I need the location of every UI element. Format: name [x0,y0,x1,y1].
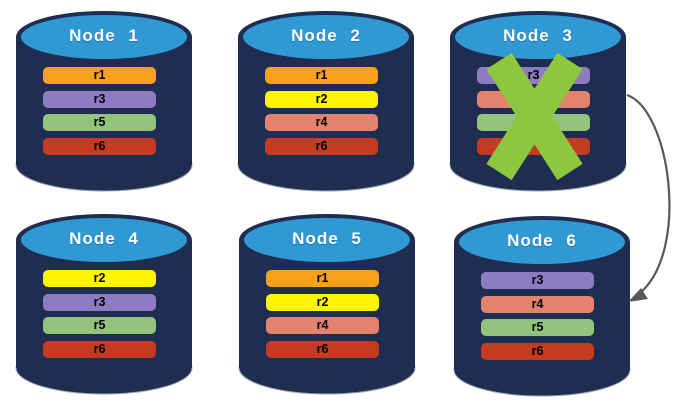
node-title: Node 5 [292,229,362,248]
record-label: r3 [93,91,106,106]
record-bar: r6 [43,137,156,155]
record-bar: r6 [266,340,379,358]
record-bar: r4 [481,295,594,313]
record-label: r3 [531,273,544,287]
record-label: r4 [316,318,329,332]
record-label: r6 [93,138,106,153]
node-title: Node 3 [503,26,573,45]
record-label: r6 [315,138,328,153]
db-node-3: Node 3 r3 [447,9,629,193]
replica-rows: r1 r2 r4 r6 [266,270,379,364]
record-label: r2 [315,91,328,106]
failover-arrow [626,93,671,302]
record-bar: r2 [43,270,156,287]
record-label: r2 [316,294,329,309]
record-bar: r3 [43,90,156,108]
replica-rows: r2 r3 r5 r6 [43,270,156,364]
db-node-1: Node 1 r1 r3 r5 r6 [13,9,195,193]
node-title: Node 4 [69,229,139,248]
database-cylinder-icon [238,214,416,395]
record-label: r5 [93,115,106,129]
db-node-4: Node 4 r2 r3 r5 r6 [13,212,195,396]
replica-rows: r3 r4 r5 r6 [481,272,594,366]
record-bar [477,114,590,131]
record-bar: r4 [265,114,378,131]
record-label: r6 [531,343,544,358]
record-bar: r6 [481,342,594,360]
db-node-6: Node 6 r3 r4 r5 r6 [451,214,633,398]
replica-rows: r1 r2 r4 r6 [265,67,378,161]
record-bar [477,90,590,108]
record-label: r3 [93,294,106,309]
record-bar: r2 [266,293,379,311]
record-bar: r5 [481,319,594,336]
record-label: r2 [93,271,106,285]
record-bar [477,137,590,155]
node-title: Node 2 [291,26,361,45]
record-label: r1 [316,271,329,285]
record-label: r4 [315,115,328,129]
replica-rows: r1 r3 r5 r6 [43,67,156,161]
record-bar: r5 [43,114,156,131]
record-label: r6 [316,341,329,356]
db-node-5: Node 5 r1 r2 r4 r6 [236,212,418,396]
node-title: Node 1 [69,26,139,45]
record-label: r3 [527,68,540,82]
record-bar: r3 [481,272,594,289]
record-bar: r2 [265,90,378,108]
node-title: Node 6 [507,231,577,250]
record-bar: r5 [43,317,156,334]
record-label: r1 [315,68,328,82]
record-label: r4 [531,296,544,311]
record-bar: r1 [266,270,379,287]
replica-rows: r3 [477,67,590,161]
record-label: r6 [93,341,106,356]
record-bar: r3 [43,293,156,311]
record-label: r1 [93,68,106,82]
record-bar: r6 [265,137,378,155]
record-bar: r6 [43,340,156,358]
record-bar: r3 [477,67,590,84]
record-label: r5 [93,318,106,332]
record-label: r5 [531,320,544,334]
db-node-2: Node 2 r1 r2 r4 r6 [235,9,417,193]
record-bar: r4 [266,317,379,334]
record-bar: r1 [265,67,378,84]
record-bar: r1 [43,67,156,84]
